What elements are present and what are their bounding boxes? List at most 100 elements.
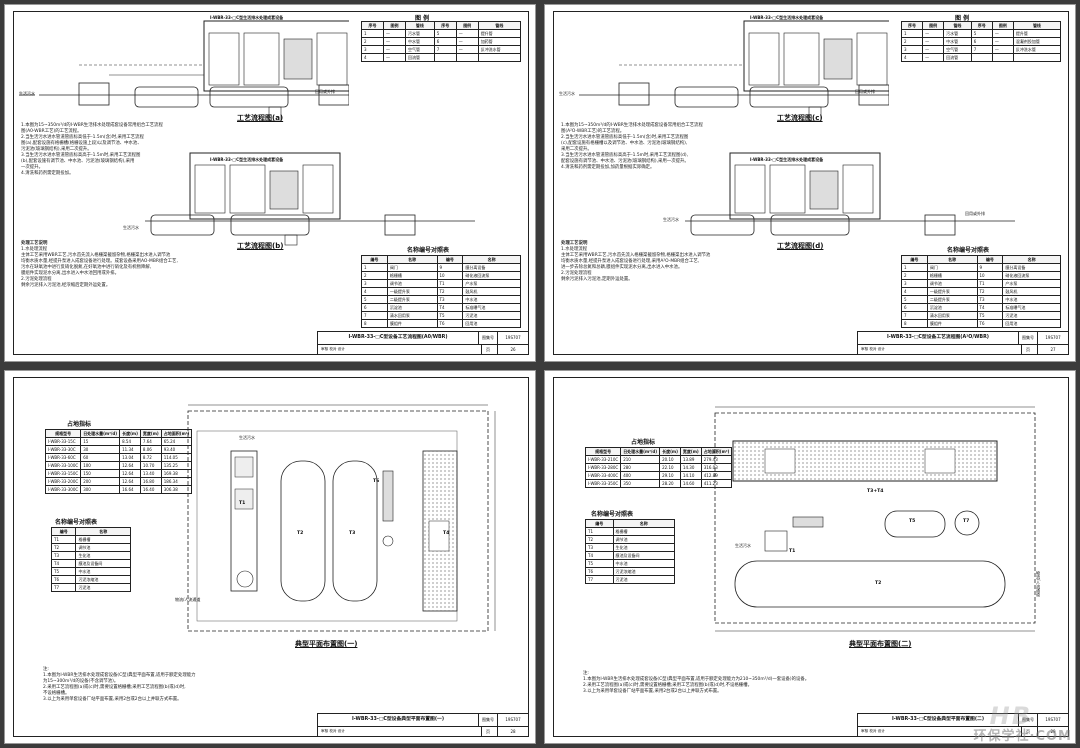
- description-line: 剩余污泥排入污泥池,经浓缩后定期外运处置。: [21, 282, 111, 288]
- names-cell: 二级提升泵: [386, 295, 438, 304]
- equipment-label-b: I-WBR-33-□C型生活排水处理成套设备: [210, 157, 284, 162]
- footprint-cell: I-WBR-33-210C: [584, 455, 622, 464]
- description-title: 处理工艺说明: [561, 241, 588, 246]
- footprint-cell: 28.20: [659, 479, 681, 488]
- legend-cell: 6: [970, 37, 993, 46]
- names-cell: 格栅槽: [386, 271, 438, 280]
- flow-title-d: 工艺流程图(d): [777, 242, 824, 250]
- tank-label-t2: T2: [875, 581, 882, 586]
- description-line: 1.水处理流程: [561, 246, 588, 252]
- signature-row: 审核 校对 设计: [858, 345, 1022, 354]
- note-line: 注:: [583, 671, 589, 676]
- names-cell: 膜池及设备间: [612, 551, 676, 560]
- outlet-label-c: 回用或外排: [855, 89, 875, 94]
- names-cell: 调节池: [612, 535, 676, 544]
- names-cell: T4: [436, 303, 464, 312]
- legend-cell: —: [382, 37, 406, 46]
- names-cell: 一级提升泵: [926, 287, 978, 296]
- legend-cell: 1: [361, 29, 384, 38]
- footprint-table-title: 占地指标: [631, 439, 656, 446]
- page-label: 页: [1019, 345, 1038, 354]
- names-cell: 6: [901, 303, 928, 312]
- notes-block: 注: 1.本图为I-WBR生活排水处理成套设备(C型)典型平面布置,适用于额定处…: [583, 671, 883, 695]
- process-description: 处理工艺说明 1.水处理流程 主体工艺采用WBR工艺,污水首先流入格栅渠截留杂物…: [21, 241, 351, 289]
- title-block: I-WBR-33-□C型设备工艺流程图(A0/WBR) 图集号 19S707 审…: [317, 331, 529, 355]
- footprint-header: 长度(m): [119, 429, 141, 438]
- sheet-frame: [13, 11, 529, 355]
- footprint-cell: I-WBR-33-100C: [44, 461, 82, 470]
- signature-row: 审核 校对 设计: [318, 727, 482, 736]
- names-cell: 清水回用泵: [386, 311, 438, 320]
- legend-cell: —: [382, 29, 406, 38]
- legend-header: 图例: [382, 21, 406, 30]
- outlet-label-d: 回用或外排: [965, 211, 985, 216]
- note-line: 采用二次提升。: [561, 146, 592, 152]
- names-cell: T6: [585, 567, 614, 576]
- description-line: 进一步去除总氮和总磷,膜组件实现泥水分离,出水进入中水池。: [561, 264, 683, 270]
- legend-cell: 3: [900, 45, 924, 54]
- footprint-cell: I-WBR-33-30C: [44, 445, 82, 454]
- names-cell: 沉淀池: [386, 303, 438, 312]
- description-line: 主体工艺采用WBR工艺,污水首先流入格栅渠截留杂物,格栅渠出水进入调节池: [21, 252, 171, 258]
- names-cell: 沉淀池: [926, 303, 978, 312]
- note-line: 4.清洗和药剂需定期投加。: [21, 170, 74, 176]
- legend-cell: 中水管: [404, 37, 435, 46]
- names-cell: 3: [901, 279, 928, 288]
- note-line: 不设格栅槽。: [43, 690, 70, 696]
- footprint-cell: 14.10: [679, 471, 702, 480]
- names-cell: 格栅槽: [75, 535, 131, 544]
- names-cell: 污泥池: [612, 575, 676, 584]
- names-cell: T6: [976, 319, 1004, 328]
- drawing-code: 19S707: [498, 332, 528, 345]
- drawing-code-label: 图集号: [1019, 332, 1038, 345]
- footprint-cell: 200: [80, 477, 121, 486]
- names-cell: 硝化液回流泵: [462, 271, 521, 280]
- names-cell: 污泥池: [1002, 311, 1061, 320]
- legend-header: 管线: [1012, 21, 1062, 30]
- page-label: 页: [479, 345, 498, 354]
- legend-cell: 空气管: [404, 45, 435, 54]
- equipment-label-a: I-WBR-33-□C型生活排水处理成套设备: [210, 15, 284, 20]
- names-cell: 编号: [436, 255, 464, 264]
- footprint-cell: I-WBR-33-300C: [44, 485, 82, 494]
- footprint-header: 长度(m): [659, 447, 681, 456]
- names-cell: 名称: [462, 255, 521, 264]
- description-title: 处理工艺说明: [21, 241, 48, 246]
- names-cell: 回用池: [1002, 319, 1061, 328]
- signature-row: 审核 校对 设计: [858, 727, 1022, 736]
- drawing-code: 19S707: [498, 714, 528, 727]
- names-cell: T6: [436, 319, 464, 328]
- footprint-cell: I-WBR-33-200C: [44, 477, 82, 486]
- legend-cell: 4: [361, 53, 384, 62]
- footprint-cell: 20.10: [659, 455, 681, 464]
- names-cell: 名称: [1002, 255, 1061, 264]
- names-row: 编号名称编号名称: [361, 255, 521, 264]
- names-cell: 1: [361, 263, 388, 272]
- description-line: 2.污泥处理流程: [561, 270, 592, 276]
- names-cell: 阀门: [926, 263, 978, 272]
- footprint-cell: 16.80: [139, 477, 162, 486]
- footprint-cell: 22.10: [659, 463, 681, 472]
- equipment-label: T3+T4: [867, 489, 884, 494]
- names-cell: 中水池: [75, 567, 131, 576]
- note-line: 配套设施有调节池、中水池、污泥池(玻璃钢结构),采用一次提升。: [561, 158, 689, 164]
- page-label: 页: [479, 727, 498, 736]
- legend-cell: 7: [970, 45, 993, 54]
- footprint-table: 规格型号 日处理水量(m³/d) 长度(m) 宽度(m) 占地面积(m²) I-…: [44, 429, 193, 494]
- names-cell: T5: [50, 567, 77, 576]
- names-cell: 1: [901, 263, 928, 272]
